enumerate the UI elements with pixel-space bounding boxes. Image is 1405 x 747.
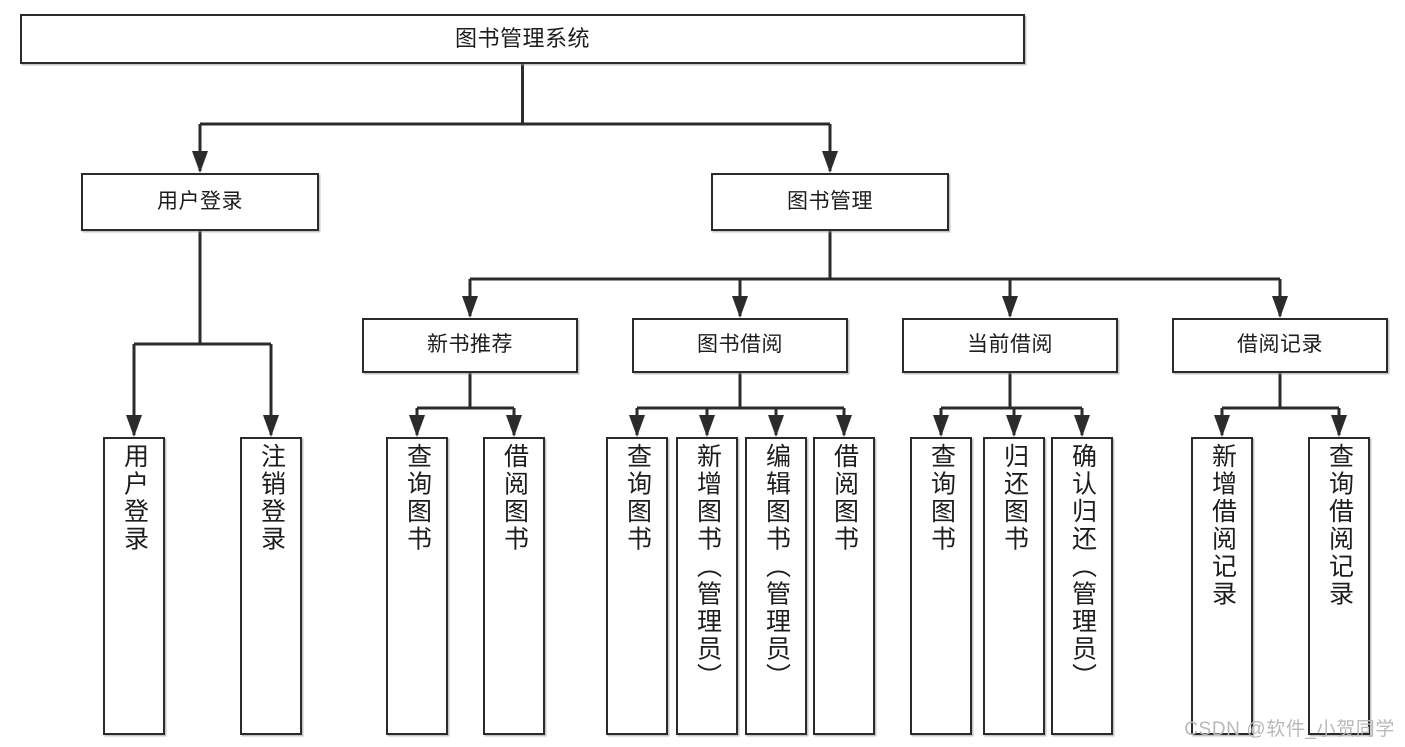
arrow-head-icon [192,151,208,173]
arrow-head-icon [1272,296,1288,318]
node-label: 用户登录 [120,443,149,553]
node-label: 借阅图书 [500,443,529,553]
node-l3-hist-2[interactable]: 查询借阅记录 [1308,437,1370,735]
node-l3-cur-1[interactable]: 查询图书 [910,437,972,735]
node-label: 图书借阅 [697,333,783,357]
node-l2-history[interactable]: 借阅记录 [1172,318,1388,373]
arrow-head-icon [1074,415,1090,437]
node-label: 图书管理 [787,189,873,213]
arrow-head-icon [699,415,715,437]
node-l3-cur-3[interactable]: 确认归还（管理员） [1051,437,1113,735]
arrow-head-icon [263,415,279,437]
node-label: 当前借阅 [967,333,1053,357]
arrow-head-icon [836,415,852,437]
arrow-head-icon [1331,415,1347,437]
node-label: 查询图书 [927,443,956,553]
node-l2-borrow[interactable]: 图书借阅 [632,318,848,373]
node-root[interactable]: 图书管理系统 [20,14,1025,64]
node-label: 新增借阅记录 [1208,443,1237,608]
arrow-head-icon [462,296,478,318]
node-label: 查询借阅记录 [1325,443,1354,608]
arrow-head-icon [1002,296,1018,318]
node-l1-login[interactable]: 用户登录 [81,173,319,231]
node-label: 用户登录 [157,189,243,213]
node-label: 查询图书 [623,443,652,553]
node-label: 注销登录 [257,443,286,553]
arrow-head-icon [126,415,142,437]
arrow-head-icon [629,415,645,437]
node-l3-borrow-2[interactable]: 新增图书（管理员） [676,437,738,735]
node-l1-books[interactable]: 图书管理 [711,173,949,231]
node-label: 编辑图书（管理员） [762,443,791,691]
node-l3-borrow-3[interactable]: 编辑图书（管理员） [745,437,807,735]
node-l3-login-1[interactable]: 用户登录 [103,437,165,735]
node-label: 图书管理系统 [454,26,590,52]
node-label: 新增图书（管理员） [693,443,722,691]
node-label: 新书推荐 [427,333,513,357]
arrow-head-icon [506,415,522,437]
node-l3-hist-1[interactable]: 新增借阅记录 [1191,437,1253,735]
node-l3-borrow-4[interactable]: 借阅图书 [813,437,875,735]
arrow-head-icon [1214,415,1230,437]
node-l2-current[interactable]: 当前借阅 [902,318,1118,373]
arrow-head-icon [409,415,425,437]
node-label: 借阅记录 [1237,333,1323,357]
node-l3-newrec-1[interactable]: 查询图书 [386,437,448,735]
node-l3-newrec-2[interactable]: 借阅图书 [483,437,545,735]
node-l3-login-2[interactable]: 注销登录 [240,437,302,735]
node-label: 归还图书 [1000,443,1029,553]
arrow-head-icon [933,415,949,437]
arrow-head-icon [1006,415,1022,437]
arrow-head-icon [822,151,838,173]
node-label: 确认归还（管理员） [1068,443,1097,691]
node-l3-cur-2[interactable]: 归还图书 [983,437,1045,735]
node-l3-borrow-1[interactable]: 查询图书 [606,437,668,735]
node-l2-newrec[interactable]: 新书推荐 [362,318,578,373]
arrow-head-icon [768,415,784,437]
arrow-head-icon [732,296,748,318]
node-label: 借阅图书 [830,443,859,553]
node-label: 查询图书 [403,443,432,553]
